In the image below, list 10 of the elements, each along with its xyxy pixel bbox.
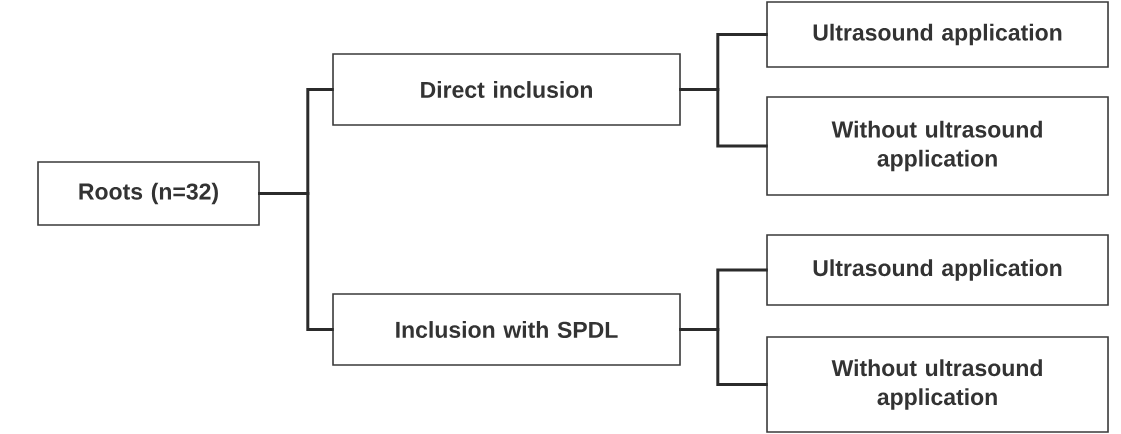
category-box: Without ultrasound application [766,96,1109,196]
connector-line [258,192,334,331]
category-box: Without ultrasound application [766,336,1109,433]
category-box: Inclusion with SPDL [332,293,681,366]
category-box: Ultrasound application [766,1,1109,68]
category-box: Ultrasound application [766,234,1109,306]
category-box: Direct inclusion [332,53,681,126]
connector-line [679,88,768,148]
connector-line [679,328,768,386]
category-box: Roots (n=32) [37,161,260,226]
